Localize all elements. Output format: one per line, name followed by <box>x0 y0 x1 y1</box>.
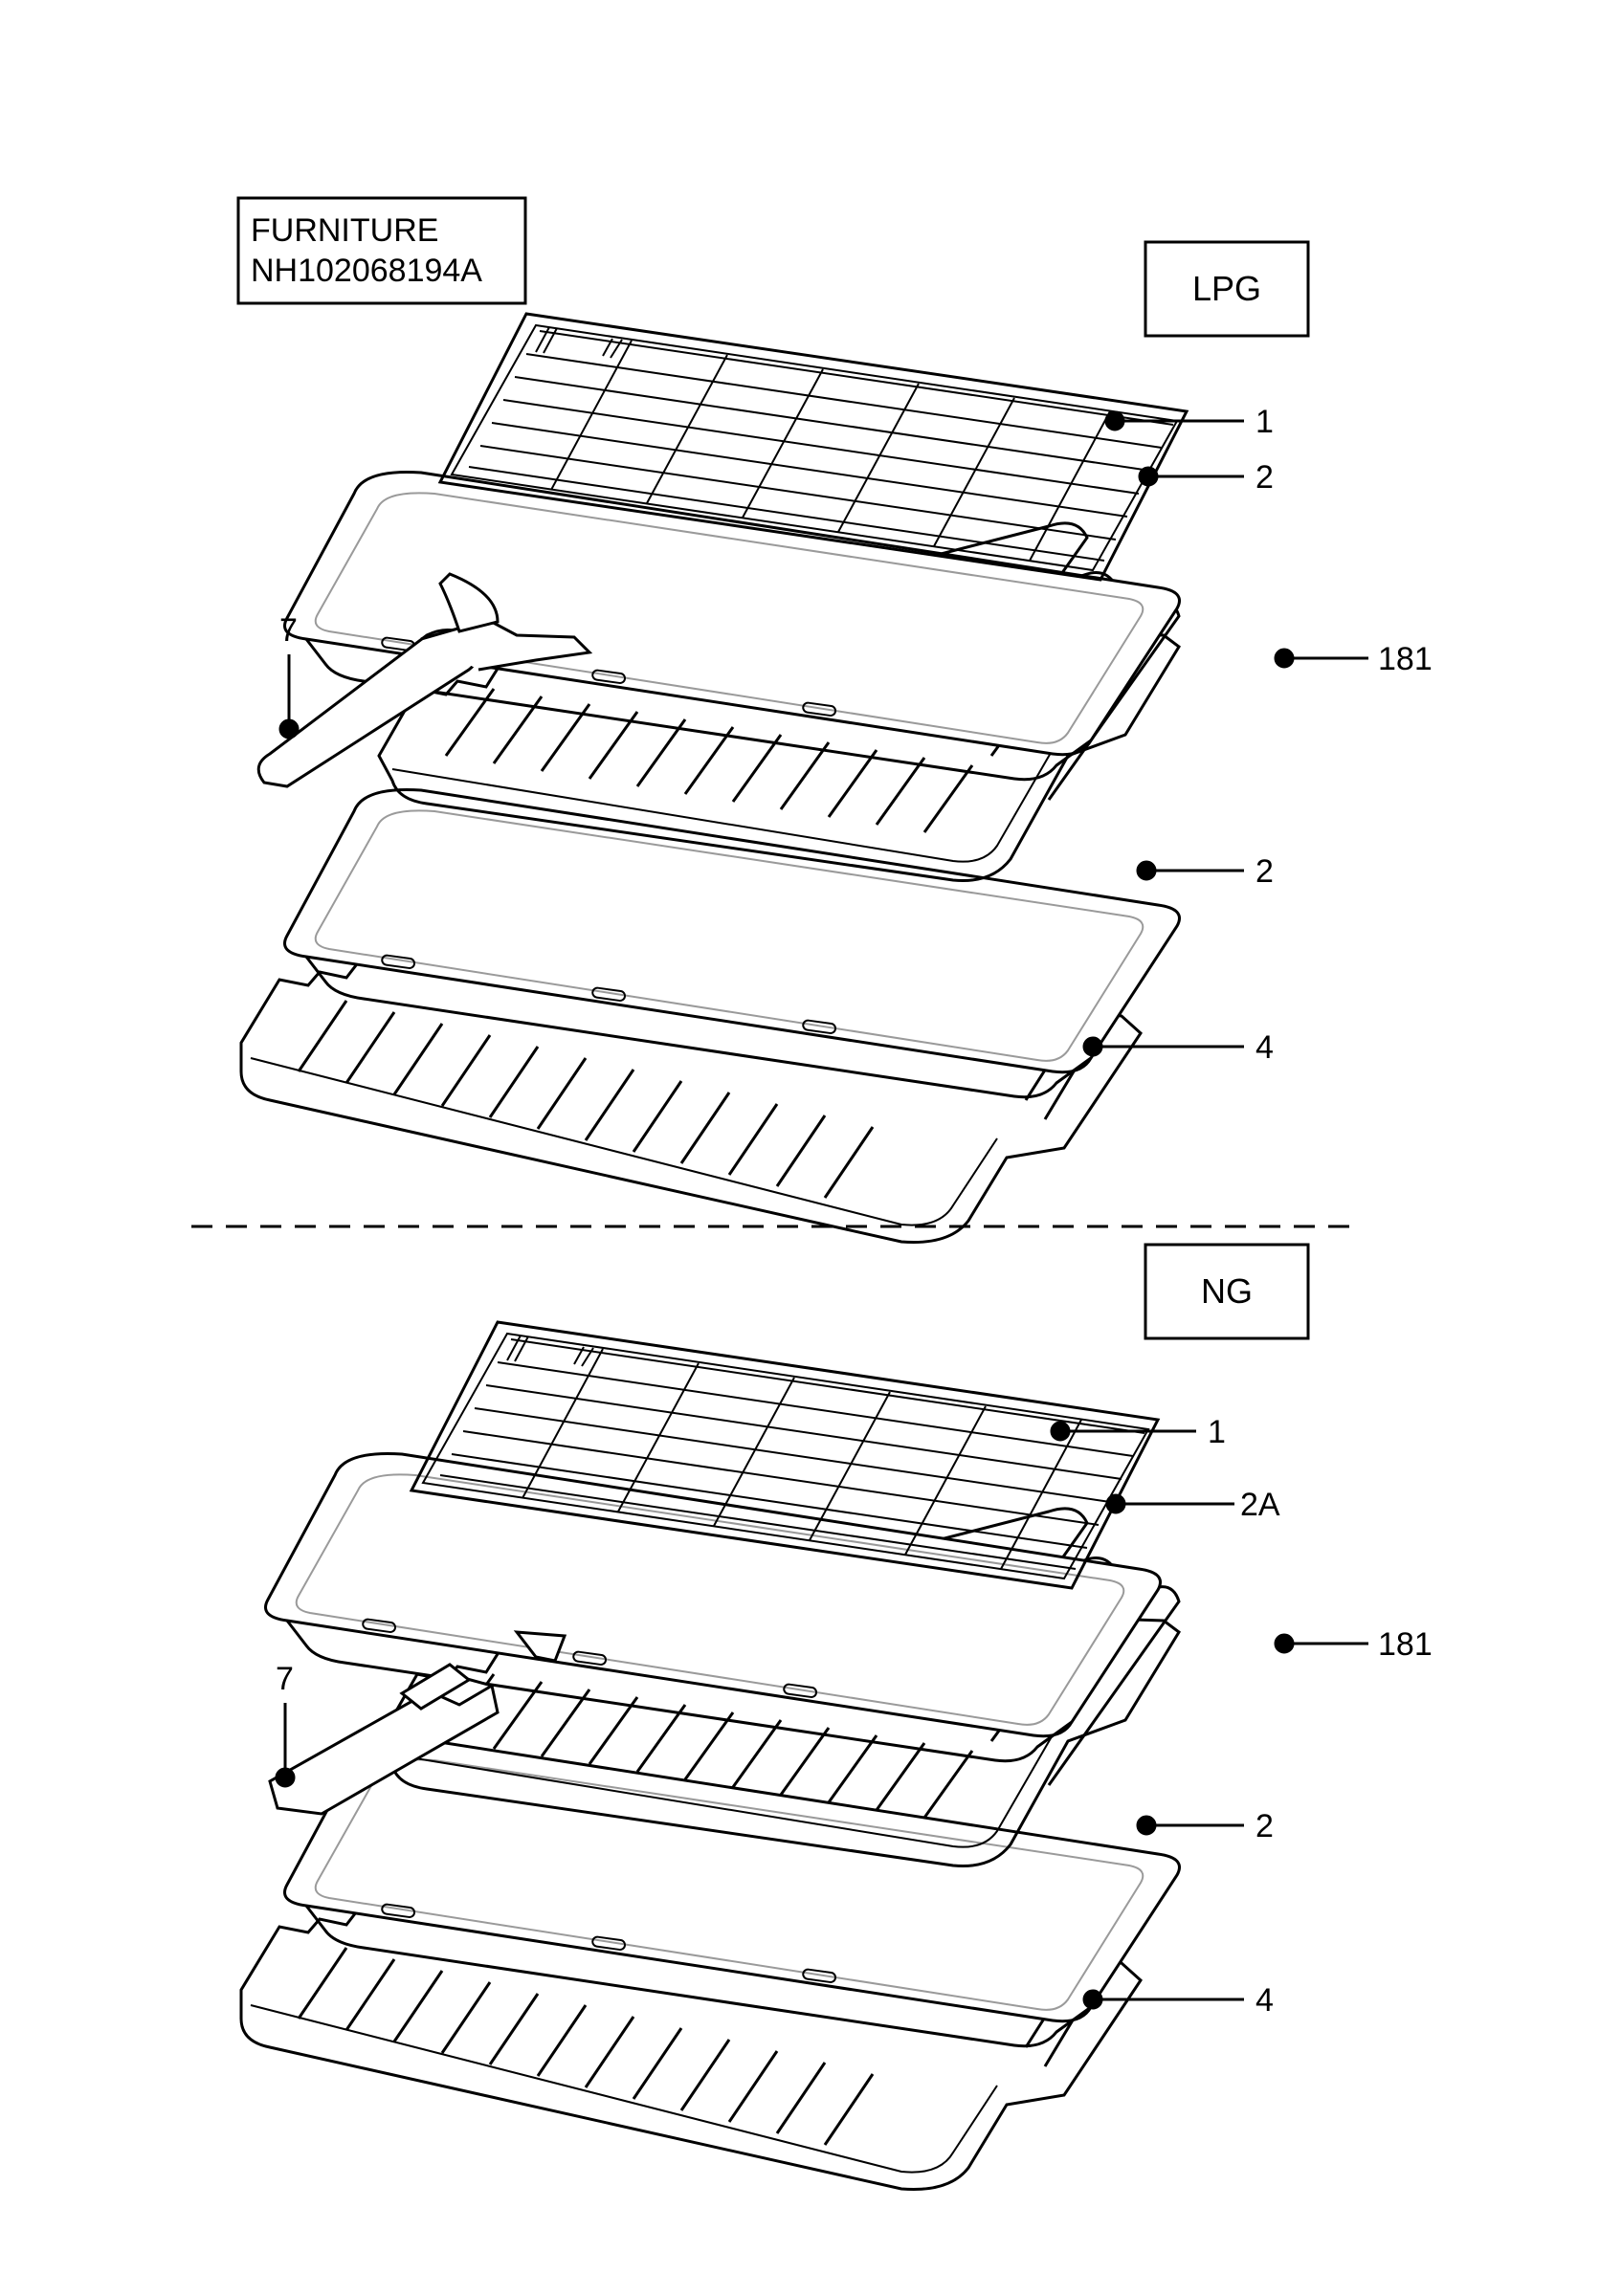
callout-181-ng: 181 <box>1378 1626 1433 1663</box>
pan-handle-lpg <box>256 572 593 788</box>
section-lpg: LPG 1 2 7 181 2 4 <box>239 240 1433 1245</box>
callout-2a-ng: 2A <box>1240 1487 1280 1523</box>
callout-7-lpg: 7 <box>279 612 298 649</box>
tag-box-lpg: LPG <box>1144 240 1310 338</box>
callout-181-lpg: 181 <box>1378 641 1433 677</box>
callout-2b-lpg: 2 <box>1255 853 1274 890</box>
tag-lpg: LPG <box>1192 269 1261 308</box>
tag-box-ng: NG <box>1144 1243 1310 1340</box>
tray-upper-lpg <box>283 470 1181 782</box>
callout-1-lpg: 1 <box>1255 404 1274 440</box>
pan-handle-ng <box>268 1630 567 1816</box>
callouts-ng <box>275 1421 1368 2010</box>
callouts-lpg <box>278 410 1368 1057</box>
tag-ng: NG <box>1201 1271 1253 1311</box>
callout-4-lpg: 4 <box>1255 1029 1274 1066</box>
callout-4-ng: 4 <box>1255 1982 1274 2019</box>
callout-2-ng: 2 <box>1255 1808 1274 1844</box>
callout-7-ng: 7 <box>276 1661 294 1697</box>
tray-lower-lpg <box>283 787 1181 1099</box>
callout-1-ng: 1 <box>1208 1414 1226 1450</box>
title-box: FURNITURE NH102068194A <box>236 196 527 305</box>
section-ng: NG 1 2A 7 181 2 4 <box>239 1243 1433 2192</box>
title-line2: NH102068194A <box>251 253 482 289</box>
callout-2-lpg: 2 <box>1255 459 1274 496</box>
title-line1: FURNITURE <box>251 212 438 249</box>
